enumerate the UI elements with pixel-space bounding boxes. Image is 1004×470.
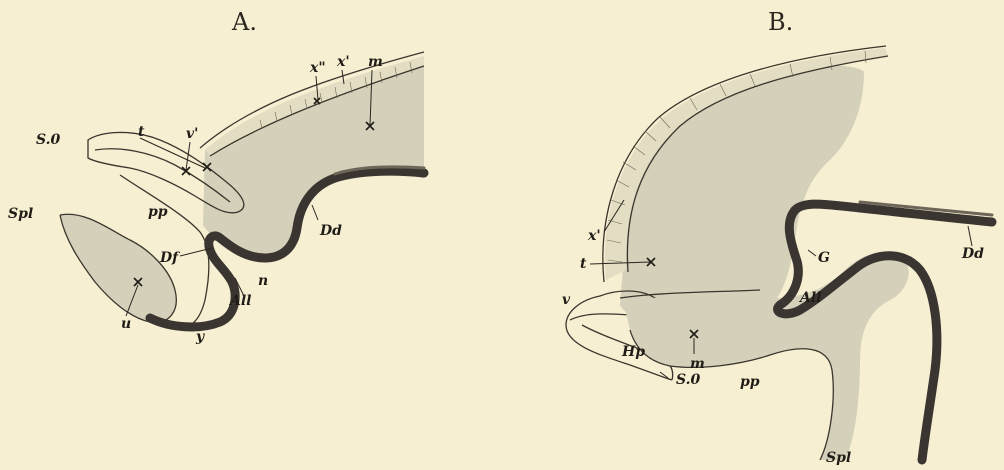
panel-a-label-u: u	[121, 316, 131, 332]
panel-b-label-g: G	[818, 250, 830, 266]
panel-b-label-alt: All	[798, 290, 822, 306]
panel-b-label-spl: Spl	[826, 450, 851, 466]
panel-a-label-n: n	[258, 273, 268, 289]
panel-b-label-t: t	[580, 256, 587, 272]
panel-b-label-m: m	[690, 356, 705, 372]
panel-b-label-so: S.0	[676, 372, 700, 388]
panel-a-label-v: v'	[186, 126, 198, 142]
panel-a-label-df: Df	[159, 250, 181, 266]
panel-b-label-pp: pp	[740, 374, 760, 390]
panel-a-label-spl: Spl	[8, 206, 33, 222]
panel-a-label-m: m	[368, 54, 383, 70]
panel-b-label-dd: Dd	[961, 246, 984, 262]
panel-b-label-v: v	[562, 292, 571, 308]
panel-a-label-so: S.0	[36, 132, 60, 148]
panel-b-label-hp: Hp	[621, 344, 645, 360]
panel-b-tissue-mass	[620, 65, 864, 322]
panel-a-label-x2: x"	[309, 60, 326, 76]
panel-b-title: B.	[768, 8, 793, 36]
panel-a-label-t: t	[138, 124, 145, 140]
panel-b-label-x1: x'	[587, 228, 601, 244]
panel-a-label-pp: pp	[148, 204, 168, 220]
panel-a-label-dd: Dd	[319, 223, 342, 239]
panel-a-label-alt: All	[228, 293, 252, 309]
panel-b: B.	[562, 8, 992, 466]
panel-a: A. x" x' m	[8, 8, 424, 345]
panel-a-label-y: y	[195, 329, 205, 345]
panel-a-label-x1: x'	[336, 54, 350, 70]
panel-a-title: A.	[231, 8, 257, 36]
